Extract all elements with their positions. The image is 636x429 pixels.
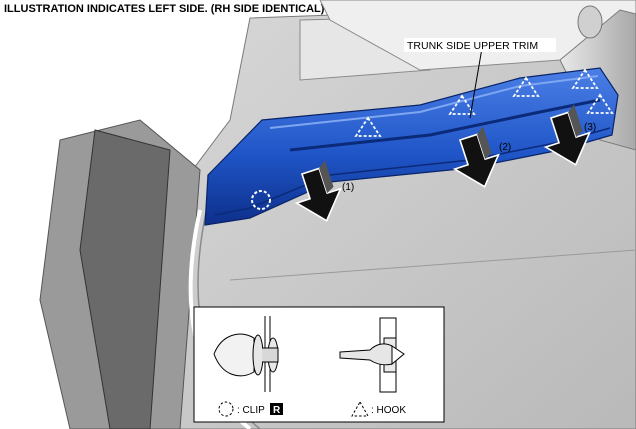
trim-groove: [289, 98, 601, 152]
legend: : CLIP R : HOOK: [193, 306, 445, 423]
clip-collar: [252, 334, 264, 376]
arrow-3-highlight: [568, 104, 583, 138]
hook-marker-4: [571, 68, 599, 89]
callout-label: TRUNK SIDE UPPER TRIM: [407, 40, 538, 52]
removal-arrows: (1) (2) (3): [294, 104, 596, 222]
trim-callout: TRUNK SIDE UPPER TRIM: [404, 38, 556, 119]
left-seal-strip: [79, 129, 171, 429]
hook-marker-5: [586, 93, 614, 114]
arrow-step-3: [543, 104, 591, 166]
arrow-1-highlight: [319, 160, 334, 194]
clip-legend-icon: [218, 401, 234, 417]
arrow-step-2: [452, 126, 500, 188]
cargo-floor-edge: [229, 249, 636, 281]
step-label-1: (1): [342, 182, 354, 193]
clip-legend-label: : CLIP: [237, 405, 265, 416]
hook-illustration: [339, 317, 405, 393]
callout-leader: [469, 47, 483, 119]
clip-badge-label: R: [273, 405, 281, 416]
trim-hook-markers: [354, 68, 614, 137]
step-label-2: (2): [499, 142, 511, 153]
hook-marker-3: [512, 76, 540, 97]
arrow-step-1: [294, 160, 342, 222]
diagram-title: ILLUSTRATION INDICATES LEFT SIDE. (RH SI…: [4, 3, 325, 15]
arrow-3-shape: [543, 111, 591, 166]
step-label-3: (3): [584, 122, 596, 133]
clip-shank: [262, 347, 279, 363]
trim-clip-marker: [251, 190, 271, 210]
hook-legend-icon: [351, 400, 369, 417]
trim-upper-ridge: [269, 75, 599, 129]
clip-illustration: [213, 316, 279, 392]
hook-legend-label: : HOOK: [371, 405, 406, 416]
hook-marker-2: [448, 94, 476, 115]
speaker-grille: [577, 5, 603, 39]
arrow-2-highlight: [477, 126, 492, 160]
clip-badge-bg: [270, 403, 283, 415]
hook-marker-1: [354, 116, 382, 137]
hook-tip: [391, 345, 405, 366]
callout-box: [404, 38, 556, 52]
